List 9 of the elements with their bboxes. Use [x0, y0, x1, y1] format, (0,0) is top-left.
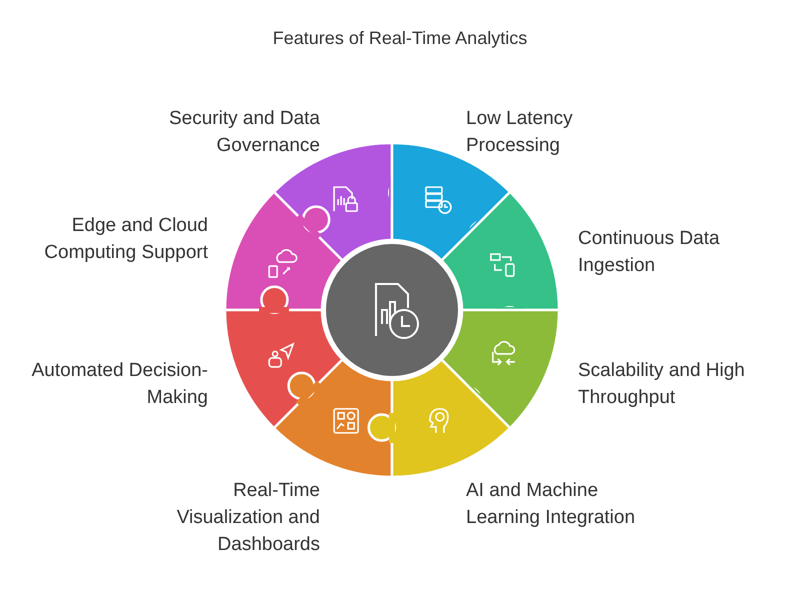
feature-label: Low Latency Processing — [466, 105, 656, 159]
feature-label: Edge and Cloud Computing Support — [38, 212, 208, 266]
feature-label: Security and Data Governance — [130, 105, 320, 159]
feature-label: Automated Decision-Making — [18, 357, 208, 411]
feature-label: Continuous Data Ingestion — [578, 225, 768, 279]
feature-label: Real-Time Visualization and Dashboards — [160, 477, 320, 558]
title: Features of Real-Time Analytics — [272, 28, 528, 49]
feature-label: AI and Machine Learning Integration — [466, 477, 636, 531]
feature-label: Scalability and High Throughput — [578, 357, 778, 411]
